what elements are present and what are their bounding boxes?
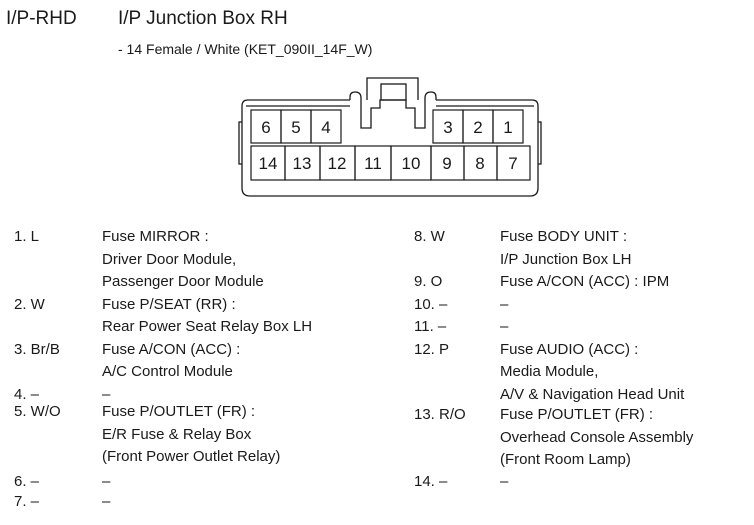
pin-label: 9 — [442, 154, 451, 173]
housing-left-rib — [238, 121, 242, 165]
description-line: – — [500, 318, 509, 335]
pin-number: 9. O — [414, 273, 443, 290]
description-line: (Front Room Lamp) — [500, 451, 631, 468]
description-line: – — [102, 385, 111, 403]
pin-number: 5. W/O — [14, 403, 61, 420]
pin-label: 7 — [508, 154, 517, 173]
description-line: Fuse P/SEAT (RR) : — [102, 295, 236, 313]
pin-description: – — [102, 384, 110, 407]
pin-number: 1. L — [14, 228, 40, 245]
pin-number: 6. – — [14, 473, 40, 490]
pin-number: 14. – — [414, 473, 448, 490]
description-line: A/V & Navigation Head Unit — [500, 385, 685, 403]
pin-cell-1 — [492, 109, 524, 144]
description-line: Rear Power Seat Relay Box LH — [102, 318, 313, 335]
pin-description: Fuse A/CON (ACC) : IPM — [500, 271, 669, 294]
pin-description: Fuse AUDIO (ACC) : Media Module, A/V & N… — [500, 339, 684, 407]
description-line: – — [102, 473, 111, 490]
description-line: Driver Door Module, — [102, 250, 237, 268]
pin-description: Fuse P/SEAT (RR) : Rear Power Seat Relay… — [102, 294, 312, 339]
description-line: Fuse A/CON (ACC) : — [102, 340, 241, 358]
connector-housing — [241, 99, 539, 197]
pin-description: – — [500, 316, 508, 339]
pin-number: 3. Br/B — [14, 340, 60, 358]
connector-code: I/P-RHD — [6, 8, 77, 29]
description-line: Fuse P/OUTLET (FR) : — [500, 406, 654, 423]
pin-label: 13 — [293, 154, 312, 173]
description-line: Fuse MIRROR : — [102, 228, 209, 245]
housing-right-rib — [538, 121, 542, 165]
description-line: – — [500, 473, 509, 490]
pin-label: 8 — [475, 154, 484, 173]
description-line: Overhead Console Assembly — [500, 428, 694, 446]
pin-number: 12. P — [414, 340, 450, 358]
pin-label: 3 — [443, 118, 452, 137]
connector-subtitle: - 14 Female / White (KET_090II_14F_W) — [118, 41, 373, 57]
description-line: A/C Control Module — [102, 363, 233, 380]
description-line: E/R Fuse & Relay Box — [102, 425, 252, 443]
pin-description: – — [500, 471, 508, 494]
pin-number: 10. – — [414, 295, 448, 313]
latch-hook-left — [349, 91, 437, 129]
description-line: Fuse BODY UNIT : — [500, 228, 627, 245]
pin-description: Fuse MIRROR : Driver Door Module, Passen… — [102, 226, 264, 294]
pin-label: 1 — [503, 118, 512, 137]
description-line: – — [102, 493, 111, 510]
pin-label: 14 — [259, 154, 278, 173]
pin-number: 8. W — [414, 228, 445, 245]
pin-description: Fuse A/CON (ACC) : A/C Control Module — [102, 339, 240, 384]
pin-number: 2. W — [14, 295, 45, 313]
pin-cell-7 — [496, 145, 531, 181]
pin-number: 11. – — [414, 318, 447, 335]
description-line: Media Module, — [500, 363, 599, 380]
description-line: Passenger Door Module — [102, 273, 264, 290]
pin-description: Fuse P/OUTLET (FR) : Overhead Console As… — [500, 404, 693, 472]
pin-label: 5 — [291, 118, 300, 137]
description-line: Fuse A/CON (ACC) : IPM — [500, 273, 670, 290]
pin-label: 6 — [261, 118, 270, 137]
pin-label: 10 — [402, 154, 421, 173]
pin-description: Fuse P/OUTLET (FR) : E/R Fuse & Relay Bo… — [102, 401, 280, 469]
pin-label: 2 — [473, 118, 482, 137]
pin-number: 13. R/O — [414, 406, 466, 423]
pin-number: 4. – — [14, 385, 40, 403]
pin-description: Fuse BODY UNIT : I/P Junction Box LH — [500, 226, 631, 271]
pin-number: 7. – — [14, 493, 40, 510]
pin-description: – — [500, 294, 508, 317]
description-line: Fuse P/OUTLET (FR) : — [102, 403, 256, 420]
connector-latch — [366, 77, 419, 100]
description-line: I/P Junction Box LH — [500, 250, 632, 268]
pin-description: – — [102, 471, 110, 494]
description-line: (Front Power Outlet Relay) — [102, 448, 281, 465]
connector-title: I/P Junction Box RH — [118, 8, 288, 29]
description-line: – — [500, 295, 509, 313]
pin-label: 4 — [321, 118, 330, 137]
pin-label: 12 — [328, 154, 347, 173]
pin-cell-4 — [310, 109, 342, 144]
pin-description: – — [102, 491, 110, 514]
description-line: Fuse AUDIO (ACC) : — [500, 340, 639, 358]
pin-label: 11 — [364, 154, 382, 173]
